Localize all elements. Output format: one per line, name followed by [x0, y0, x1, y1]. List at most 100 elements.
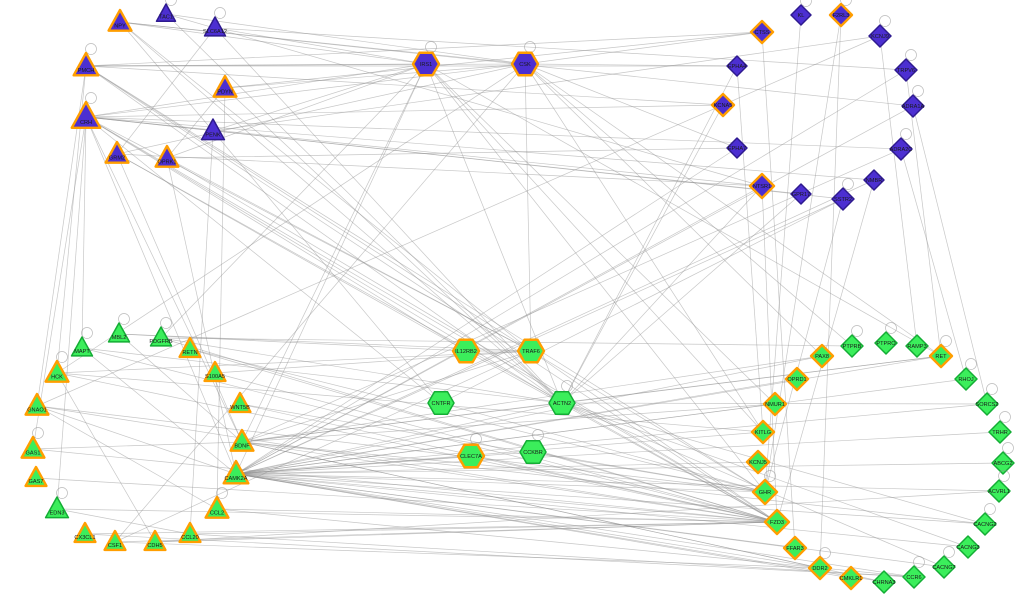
- edge: [235, 378, 967, 475]
- node-SORCS2[interactable]: SORCS2: [975, 383, 999, 416]
- node-ABCG2[interactable]: ABCG2: [991, 442, 1015, 475]
- edge: [241, 350, 532, 443]
- node-PDYN[interactable]: PDYN: [212, 74, 238, 98]
- node-BDNF[interactable]: BDNF: [229, 428, 255, 452]
- node-OPRD1[interactable]: OPRD1: [784, 366, 810, 392]
- edge: [166, 157, 532, 352]
- node-CACNG7[interactable]: CACNG7: [932, 546, 956, 579]
- edge: [214, 27, 427, 65]
- edge: [166, 147, 738, 159]
- self-loop-edge: [998, 470, 1010, 482]
- edge: [84, 533, 915, 578]
- node-CX3CL1[interactable]: CX3CL1: [73, 521, 97, 544]
- node-CACNG2[interactable]: CACNG2: [973, 503, 997, 536]
- edge: [85, 116, 563, 404]
- node-PMCH[interactable]: PMCH: [72, 43, 100, 77]
- node-GNAO1[interactable]: GNAO1: [24, 392, 50, 416]
- node-shape-hexagon: [516, 338, 546, 364]
- edge: [235, 462, 1004, 475]
- node-CRH[interactable]: CRH: [70, 92, 102, 130]
- node-FFAR3[interactable]: FFAR3: [782, 535, 808, 561]
- node-FZD3[interactable]: FZD3: [763, 508, 791, 536]
- edge: [189, 533, 915, 578]
- edge: [36, 405, 237, 475]
- node-shape-triangle: [200, 118, 226, 141]
- node-CCR6[interactable]: CCR6: [902, 556, 926, 589]
- edge: [425, 63, 764, 433]
- node-PTPRO[interactable]: PTPRO: [874, 322, 898, 355]
- edge: [224, 63, 526, 89]
- node-shape-diamond: [863, 169, 885, 191]
- edge: [36, 35, 881, 407]
- edge: [81, 347, 563, 404]
- node-SSTR2[interactable]: SSTR2: [831, 178, 855, 211]
- edge: [32, 441, 243, 450]
- node-CTSS[interactable]: CTSS: [749, 19, 775, 45]
- node-CACNG3[interactable]: CACNG3: [956, 535, 980, 559]
- node-EPHA7[interactable]: EPHA7: [726, 137, 748, 159]
- node-GPR17[interactable]: GPR17: [790, 183, 812, 205]
- node-shape-hexagon: [519, 439, 547, 465]
- node-TRPV6[interactable]: TRPV6: [894, 49, 918, 82]
- node-RHOJ[interactable]: RHOJ: [954, 358, 978, 391]
- node-WNT5B[interactable]: WNT5B: [228, 391, 252, 414]
- node-F2RL3[interactable]: F2RL3: [828, 0, 854, 28]
- node-RET[interactable]: RET: [928, 335, 954, 369]
- node-IRS1[interactable]: IRS1: [411, 41, 441, 77]
- node-EDN3[interactable]: EDN3: [44, 487, 70, 519]
- edge: [736, 65, 764, 433]
- self-loop-edge: [986, 383, 998, 395]
- edge: [216, 508, 915, 578]
- edge: [235, 455, 472, 475]
- node-KL[interactable]: KL: [790, 0, 812, 26]
- edge: [524, 63, 942, 357]
- edge: [235, 431, 1001, 475]
- node-NMBR[interactable]: NMBR: [863, 169, 885, 191]
- node-TRHR[interactable]: TRHR: [988, 411, 1012, 444]
- edge: [160, 337, 563, 404]
- edges-layer: [32, 13, 1004, 583]
- node-IL12RB2[interactable]: IL12RB2: [451, 338, 481, 364]
- node-NPY[interactable]: NPY: [107, 8, 133, 32]
- self-loop-edge: [965, 358, 977, 370]
- edge: [235, 473, 969, 548]
- node-HCK[interactable]: HCK: [44, 351, 70, 383]
- node-TRAF6[interactable]: TRAF6: [516, 338, 546, 364]
- node-shape-diamond: [807, 555, 833, 581]
- edge: [116, 63, 526, 155]
- edge: [36, 405, 218, 510]
- self-loop-edge: [764, 470, 776, 482]
- node-MBL2[interactable]: MBL2: [107, 313, 131, 343]
- edge: [36, 405, 778, 523]
- node-shape-triangle: [143, 529, 167, 552]
- self-loop-edge: [1002, 442, 1014, 454]
- edge: [116, 27, 216, 155]
- node-shape-diamond: [809, 343, 835, 369]
- edge: [241, 403, 776, 443]
- node-shape-diamond: [975, 392, 999, 416]
- node-KCNA5[interactable]: KCNA5: [710, 92, 736, 118]
- node-ACVRL1[interactable]: ACVRL1: [987, 470, 1011, 503]
- node-S100A5[interactable]: S100A5: [203, 360, 227, 383]
- node-GAS7[interactable]: GAS7: [24, 465, 48, 488]
- node-PTPRB[interactable]: PTPRB: [840, 325, 864, 358]
- edge: [241, 63, 427, 443]
- node-shape-diamond: [956, 535, 980, 559]
- node-shape-diamond: [840, 334, 864, 358]
- node-TAC1[interactable]: TAC1: [155, 0, 177, 22]
- node-shape-triangle: [44, 496, 70, 519]
- node-PDGFRB[interactable]: PDGFRB: [149, 317, 173, 347]
- node-ADRA1A[interactable]: ADRA1A: [901, 85, 925, 118]
- node-shape-diamond: [750, 419, 776, 445]
- node-NTSR1[interactable]: NTSR1: [748, 172, 776, 200]
- node-GAS1[interactable]: GAS1: [20, 427, 46, 459]
- node-shape-hexagon: [456, 443, 486, 469]
- edge: [56, 508, 191, 535]
- node-CHRNA3[interactable]: CHRNA3: [872, 570, 896, 594]
- edge: [224, 31, 763, 89]
- node-KCNJ9[interactable]: KCNJ9: [868, 15, 892, 48]
- node-shape-diamond: [790, 4, 812, 26]
- node-shape-triangle: [228, 391, 252, 414]
- node-CNTFR[interactable]: CNTFR: [427, 390, 455, 416]
